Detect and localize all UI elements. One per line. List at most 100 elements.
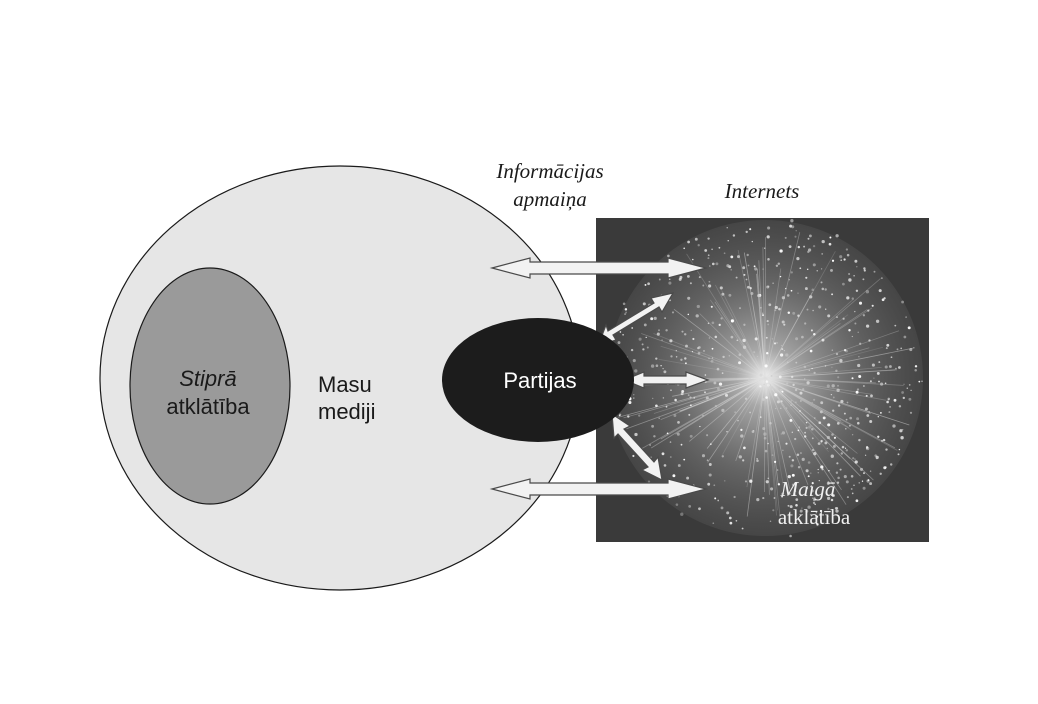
network-dot [646,346,649,349]
network-dot [749,411,751,414]
network-dot [881,298,885,302]
network-dot [644,283,647,286]
network-dot [820,268,823,270]
network-dot [749,287,752,290]
network-dot [723,252,726,255]
network-dot [747,264,750,267]
network-dot [683,247,686,250]
network-dot [824,441,828,445]
network-dot [821,239,825,244]
network-dot [835,509,839,513]
network-dot [837,404,841,407]
network-dot [859,467,864,471]
middle-double-arrow [622,371,710,389]
network-dot [835,352,839,356]
network-dot [848,278,852,282]
network-spoke [764,377,781,515]
network-dot [780,344,783,347]
network-dot [673,414,677,417]
network-dot [811,489,814,493]
network-dot [831,349,834,351]
network-dot [757,294,761,298]
upper-diagonal-arrow [596,292,675,347]
network-dot [871,363,875,367]
network-spoke [641,333,766,379]
network-dot [894,367,897,370]
network-dot [680,392,684,396]
network-dot [827,496,831,500]
network-dot [836,462,839,465]
network-dot [832,409,835,412]
network-dot [801,335,804,339]
network-dot [801,507,803,509]
network-dot [787,504,790,507]
network-dot [817,468,819,471]
network-dot [656,332,660,336]
network-dot [846,401,849,404]
network-dot [618,414,621,417]
network-dot [797,245,801,249]
network-dot [782,449,784,451]
bottom-double-arrow [489,478,709,500]
network-dot [897,453,900,456]
network-spoke [721,290,766,379]
network-dot [905,316,907,318]
network-dot [843,412,846,415]
network-dot [794,483,796,485]
network-dot [788,492,791,495]
network-dot [638,337,642,341]
network-dot [721,408,725,412]
network-spoke [764,346,884,379]
network-dot [805,426,808,429]
network-dot [831,384,835,388]
network-dot [754,267,758,271]
network-dot [869,482,873,486]
network-dot [705,396,709,400]
network-dot [647,480,651,483]
network-dot [824,365,827,367]
network-spoke [764,278,881,379]
strong-openness-ellipse [129,267,291,505]
network-sphere [603,219,923,538]
network-dot [863,267,866,270]
network-dot [753,351,756,354]
network-dot [692,258,694,261]
network-dot [683,333,687,336]
network-dot [779,353,784,357]
network-dot [810,329,813,332]
network-dot [721,372,724,374]
network-dot [753,265,756,268]
network-dot [630,348,634,352]
network-dot [835,234,839,238]
network-spoke [764,268,782,379]
network-dot [711,248,713,251]
network-dot [827,507,830,511]
network-dot [785,442,788,445]
network-dot [851,297,854,300]
network-dot [831,259,835,262]
network-dot [756,458,758,460]
network-dot [810,485,813,488]
network-dot [707,237,710,240]
network-dot [795,337,799,341]
network-dot [853,484,855,486]
network-spoke [764,377,785,490]
network-dot [789,534,792,538]
network-dot [851,335,853,338]
network-dot [622,302,626,306]
network-dot [788,245,792,249]
network-dot [828,469,830,472]
network-dot [867,479,870,482]
network-dot [683,458,686,461]
network-dot [810,472,812,474]
network-dot [668,278,671,281]
network-dot [864,454,867,456]
network-dot [876,371,880,375]
network-dot [711,357,714,359]
network-dot [796,257,800,261]
network-dot [846,296,850,300]
network-dot [786,382,789,385]
network-dot [652,397,654,400]
network-dot [866,414,870,417]
network-dot [675,503,679,506]
